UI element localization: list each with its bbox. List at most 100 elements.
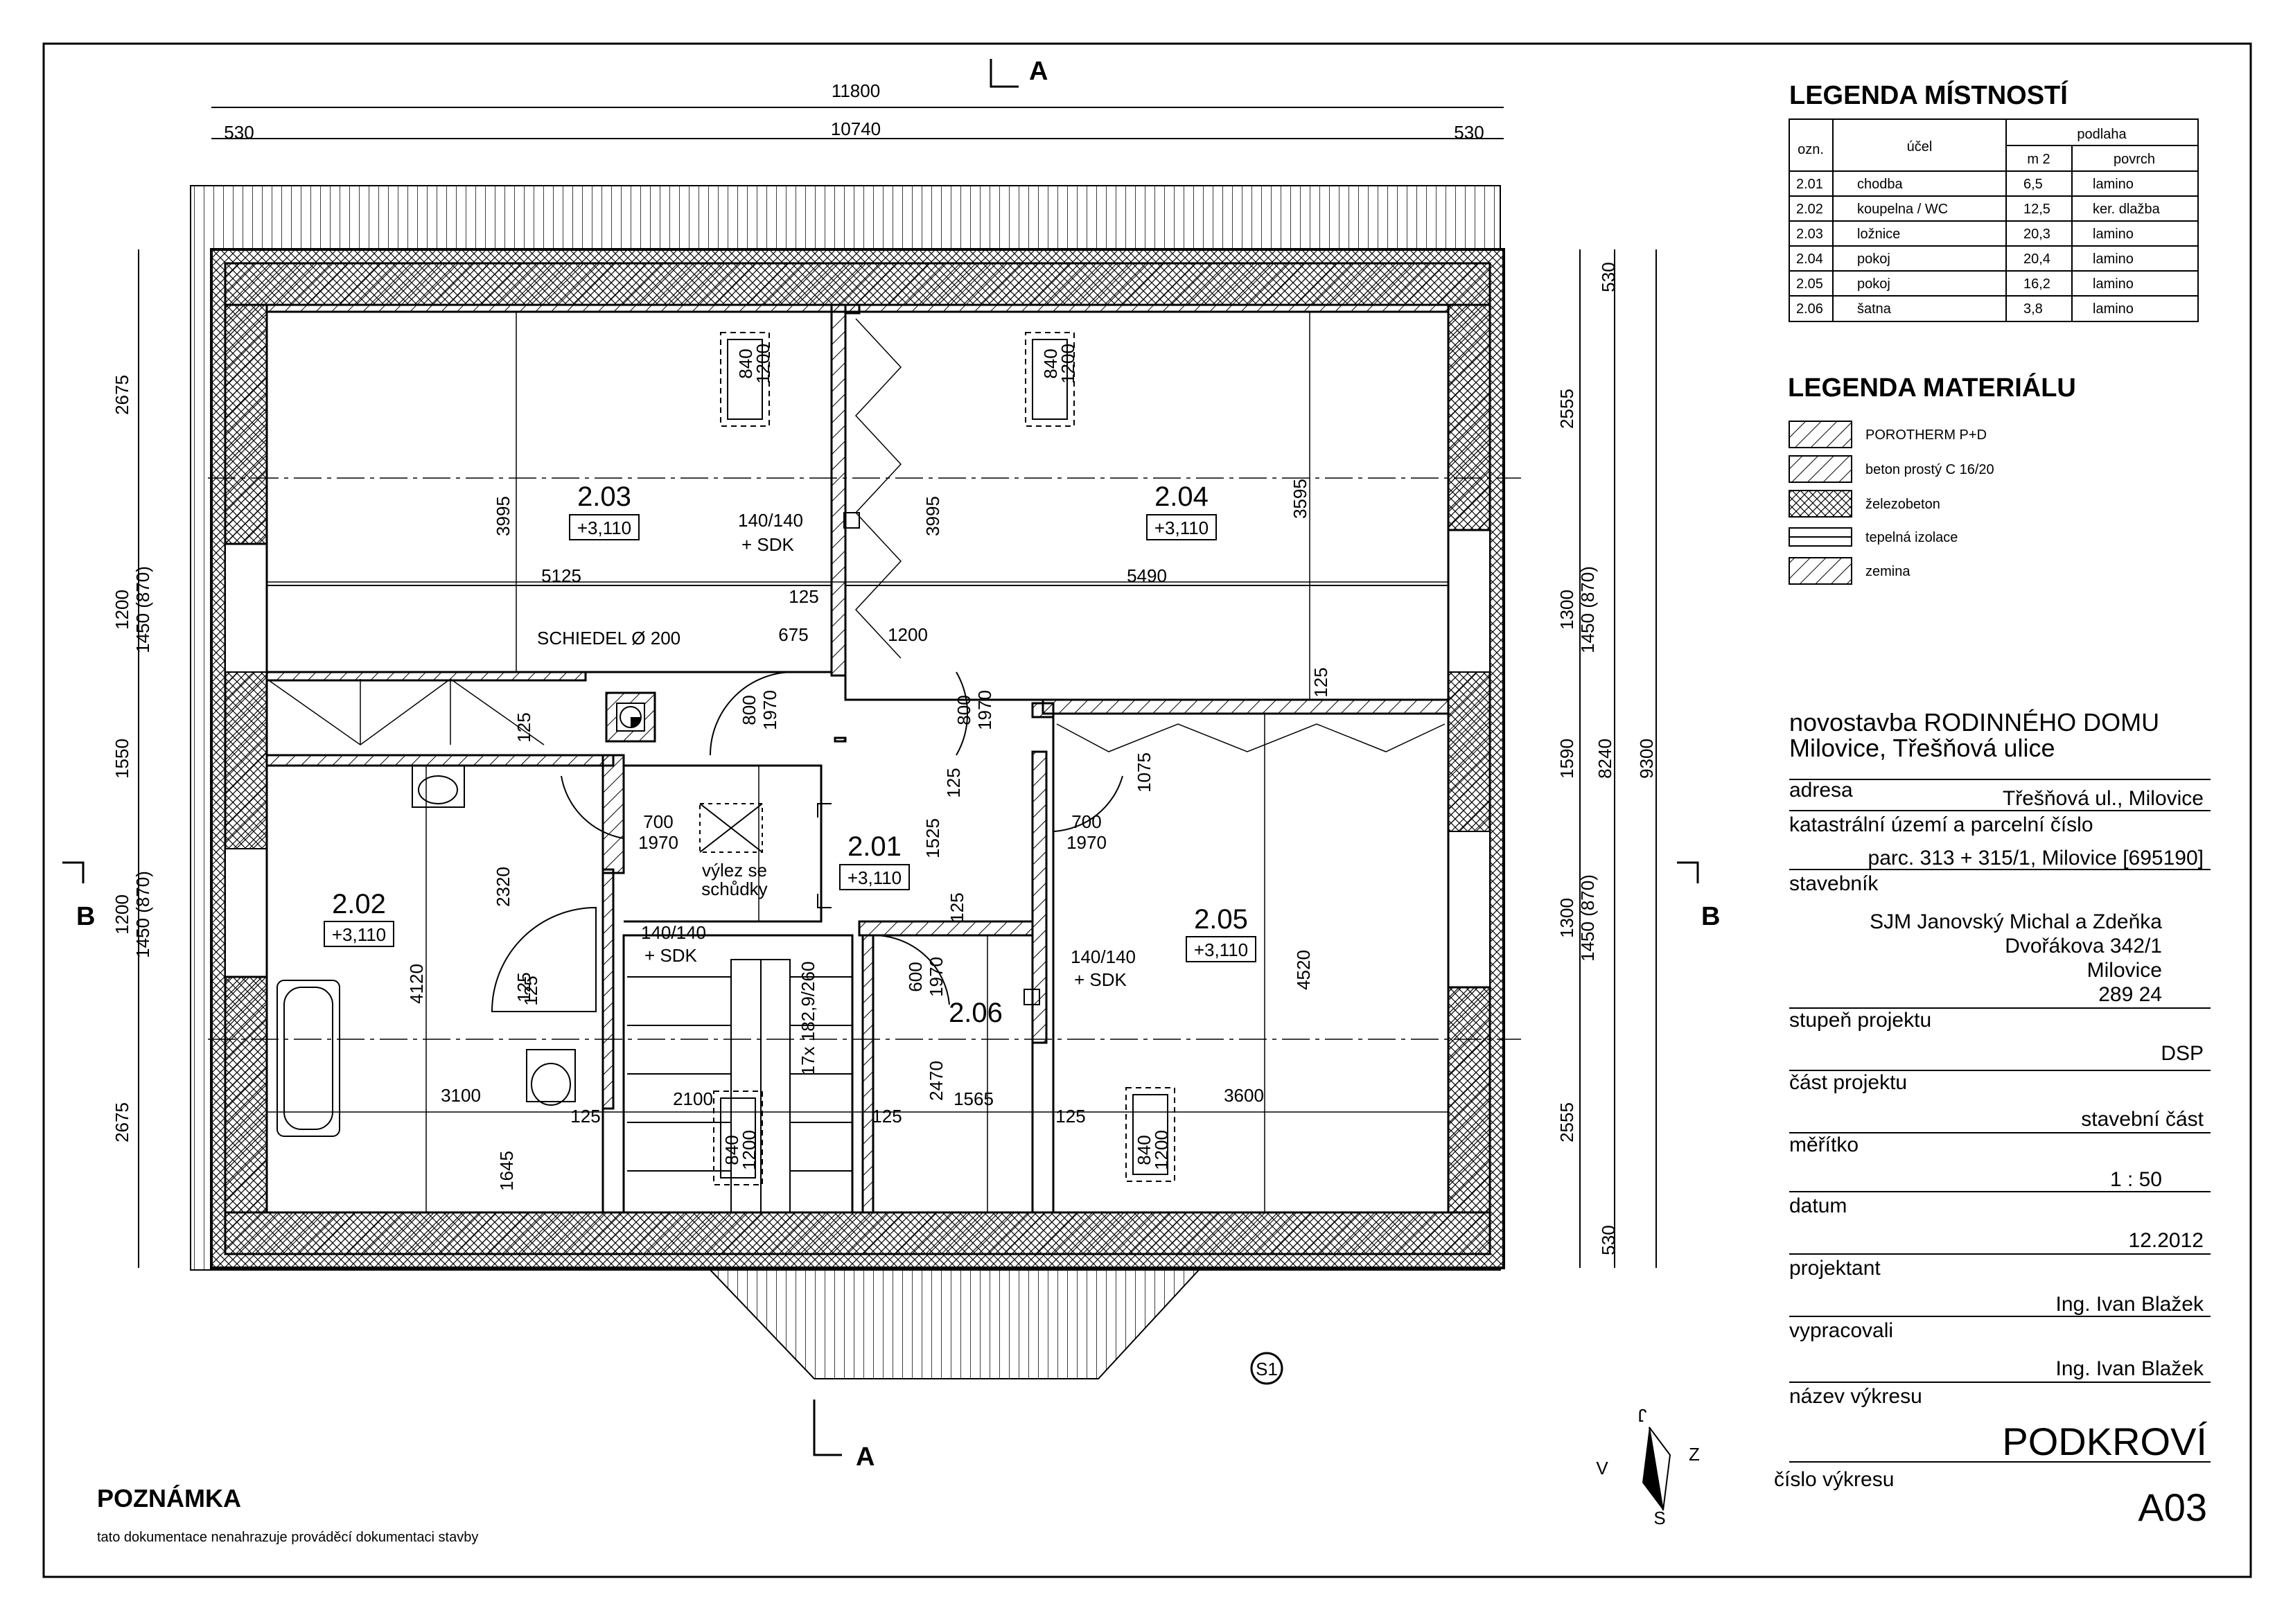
dim-left-1: 2675 — [112, 375, 132, 415]
nazev-label: název výkresu — [1789, 1385, 1922, 1408]
roof-lines — [267, 312, 1448, 1212]
dim-i-39: 125 — [513, 972, 534, 1002]
section-markers — [62, 59, 1699, 1456]
drawing-name: PODKROVÍ — [2002, 1420, 2207, 1463]
dim-i-5: 1200 — [888, 624, 928, 645]
stavebnik-4: 289 24 — [2098, 983, 2162, 1006]
legend-povrch: lamino — [2093, 177, 2134, 192]
adresa-label: adresa — [1789, 779, 1853, 802]
dim-i-12: 1970 — [759, 690, 780, 730]
dim-left-2: 1200 — [112, 590, 132, 630]
dim-i-19: 125 — [943, 768, 964, 797]
window-1-w: 840 — [735, 348, 756, 378]
window-4-h: 1200 — [1151, 1130, 1172, 1170]
stupen-value: DSP — [2161, 1042, 2204, 1065]
legend-hdr-ucel: účel — [1907, 139, 1933, 155]
window-4-w: 840 — [1134, 1135, 1154, 1165]
compass-v: V — [1596, 1458, 1608, 1479]
dim-i-6: 3995 — [922, 496, 943, 536]
room-2-05-level: +3,110 — [1194, 939, 1248, 960]
room-2-02-id: 2.02 — [332, 889, 386, 919]
kat-label: katastrální území a parcelní číslo — [1789, 813, 2093, 836]
dim-i-9: 125 — [1310, 667, 1331, 697]
dim-right-4: 1450 (870) — [1577, 566, 1598, 653]
section-b-right: B — [1701, 902, 1720, 931]
stavebnik-1: SJM Janovský Michal a Zdeňka — [1870, 910, 2162, 933]
legend-ucel: šatna — [1857, 301, 1892, 317]
dim-left-5: 1200 — [112, 894, 132, 935]
legend-ozn: 2.04 — [1796, 251, 1823, 267]
datum-value: 12.2012 — [2129, 1229, 2204, 1252]
note-text: tato dokumentace nenahrazuje prováděcí d… — [97, 1530, 478, 1545]
dim-i-8: 3595 — [1290, 479, 1310, 519]
window-3-w: 840 — [721, 1135, 742, 1165]
dim-i-26: 125 — [520, 976, 541, 1005]
legend-m2: 16,2 — [2023, 276, 2050, 292]
note-title: POZNÁMKA — [97, 1484, 241, 1512]
dim-i-4: 675 — [778, 624, 808, 645]
projektant-label: projektant — [1789, 1257, 1881, 1280]
dim-right-6: 8240 — [1594, 739, 1615, 779]
shaft-2-label: 140/140 — [641, 922, 706, 943]
room-2-05-id: 2.05 — [1194, 904, 1248, 935]
cislo-label: číslo výkresu — [1774, 1468, 1894, 1491]
dim-right-5: 1590 — [1556, 739, 1577, 779]
dim-i-1: 3995 — [493, 496, 513, 536]
adresa-value: Třešňová ul., Milovice — [2003, 787, 2204, 810]
dim-i-28: 2100 — [673, 1088, 713, 1109]
datum-label: datum — [1789, 1194, 1847, 1217]
legend-povrch: lamino — [2093, 276, 2134, 292]
skylights — [713, 332, 1175, 1185]
dim-right-10: 2555 — [1556, 1102, 1577, 1142]
legend-hdr-ozn: ozn. — [1798, 142, 1824, 157]
dim-i-15: 700 — [643, 811, 673, 832]
material-legend-swatches — [1789, 421, 1852, 585]
chimney-label: SCHIEDEL Ø 200 — [537, 628, 680, 648]
drawing-number: A03 — [2138, 1485, 2207, 1529]
legend-m2: 6,5 — [2023, 177, 2043, 192]
compass-z: Z — [1689, 1444, 1700, 1465]
legend-row-3: 2.03 ložnice 20,3 lamino — [1796, 227, 2134, 242]
legend-m2: 20,3 — [2023, 227, 2050, 242]
dim-i-16: 1970 — [638, 832, 678, 853]
cast-label: část projektu — [1789, 1071, 1907, 1094]
dim-i-35: 125 — [947, 892, 967, 922]
dim-i-13: 800 — [954, 695, 974, 725]
dim-i-25: 1645 — [496, 1151, 517, 1191]
dim-i-20: 1525 — [922, 818, 943, 858]
room-legend-title: LEGENDA MÍSTNOSTÍ — [1789, 80, 2068, 110]
truss-pattern — [266, 318, 1446, 752]
material-3: železobeton — [1865, 497, 1940, 512]
legend-row-1: 2.01 chodba 6,5 lamino — [1796, 177, 2134, 192]
dim-i-30: 125 — [872, 1106, 902, 1127]
legend-m2: 3,8 — [2023, 301, 2043, 317]
legend-povrch: lamino — [2093, 301, 2134, 317]
shaft-1-sdk: + SDK — [741, 534, 795, 555]
dim-inner: 10740 — [831, 118, 881, 139]
dim-right-2: 2555 — [1556, 389, 1577, 429]
legend-ucel: koupelna / WC — [1857, 202, 1948, 217]
compass-j: J — [1638, 1405, 1647, 1426]
dim-i-18: 1970 — [1066, 832, 1107, 853]
room-2-03-level: +3,110 — [577, 518, 631, 538]
window-2-w: 840 — [1040, 348, 1061, 378]
bathroom-fixtures — [276, 765, 597, 1137]
dim-i-14: 1970 — [974, 690, 995, 730]
legend-ucel: pokoj — [1857, 251, 1890, 267]
dim-i-24: 3100 — [441, 1085, 481, 1106]
section-b-left: B — [76, 902, 95, 931]
room-2-03-id: 2.03 — [577, 482, 631, 512]
sheet-mark-s1: S1 — [1256, 1359, 1278, 1379]
dim-right-3: 1300 — [1556, 590, 1577, 630]
stavebnik-2: Dvořákova 342/1 — [2005, 935, 2162, 957]
dim-right-9: 1450 (870) — [1577, 874, 1598, 962]
legend-ozn: 2.03 — [1796, 227, 1823, 242]
dim-i-36: 3600 — [1224, 1085, 1264, 1106]
dim-right-7: 9300 — [1636, 739, 1657, 779]
room-2-02-level: +3,110 — [332, 924, 386, 945]
dim-i-32: 1565 — [954, 1088, 994, 1109]
dim-i-2: 5125 — [541, 565, 581, 586]
dim-right-1: 530 — [1598, 262, 1619, 292]
